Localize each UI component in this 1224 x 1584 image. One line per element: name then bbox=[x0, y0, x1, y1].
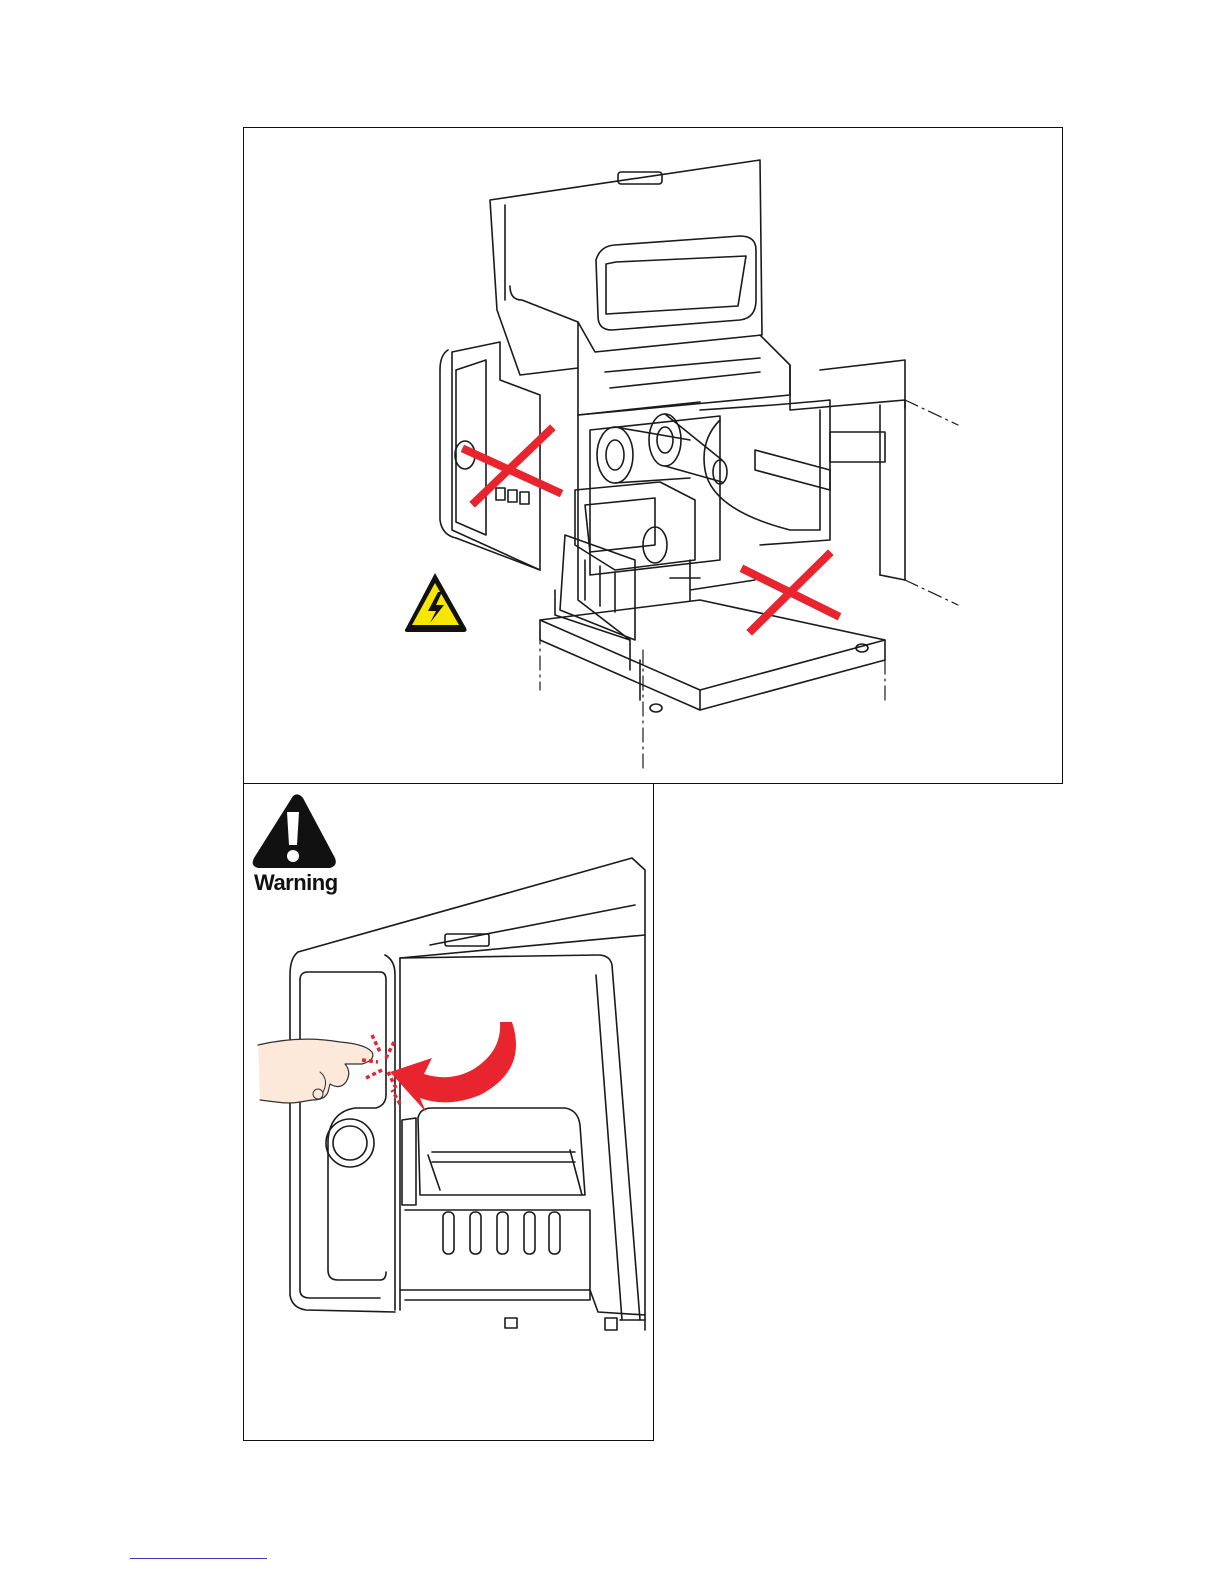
prohibited-zone-crosses bbox=[466, 430, 836, 630]
left-side-cross bbox=[466, 430, 558, 502]
footer-link-underline bbox=[130, 1558, 267, 1559]
electric-shock-warning-icon bbox=[405, 573, 467, 632]
printer-open-drawing bbox=[440, 160, 905, 712]
warning-label: Warning bbox=[254, 870, 338, 896]
construction-lines bbox=[540, 400, 958, 770]
exclamation-warning-icon bbox=[253, 794, 336, 868]
